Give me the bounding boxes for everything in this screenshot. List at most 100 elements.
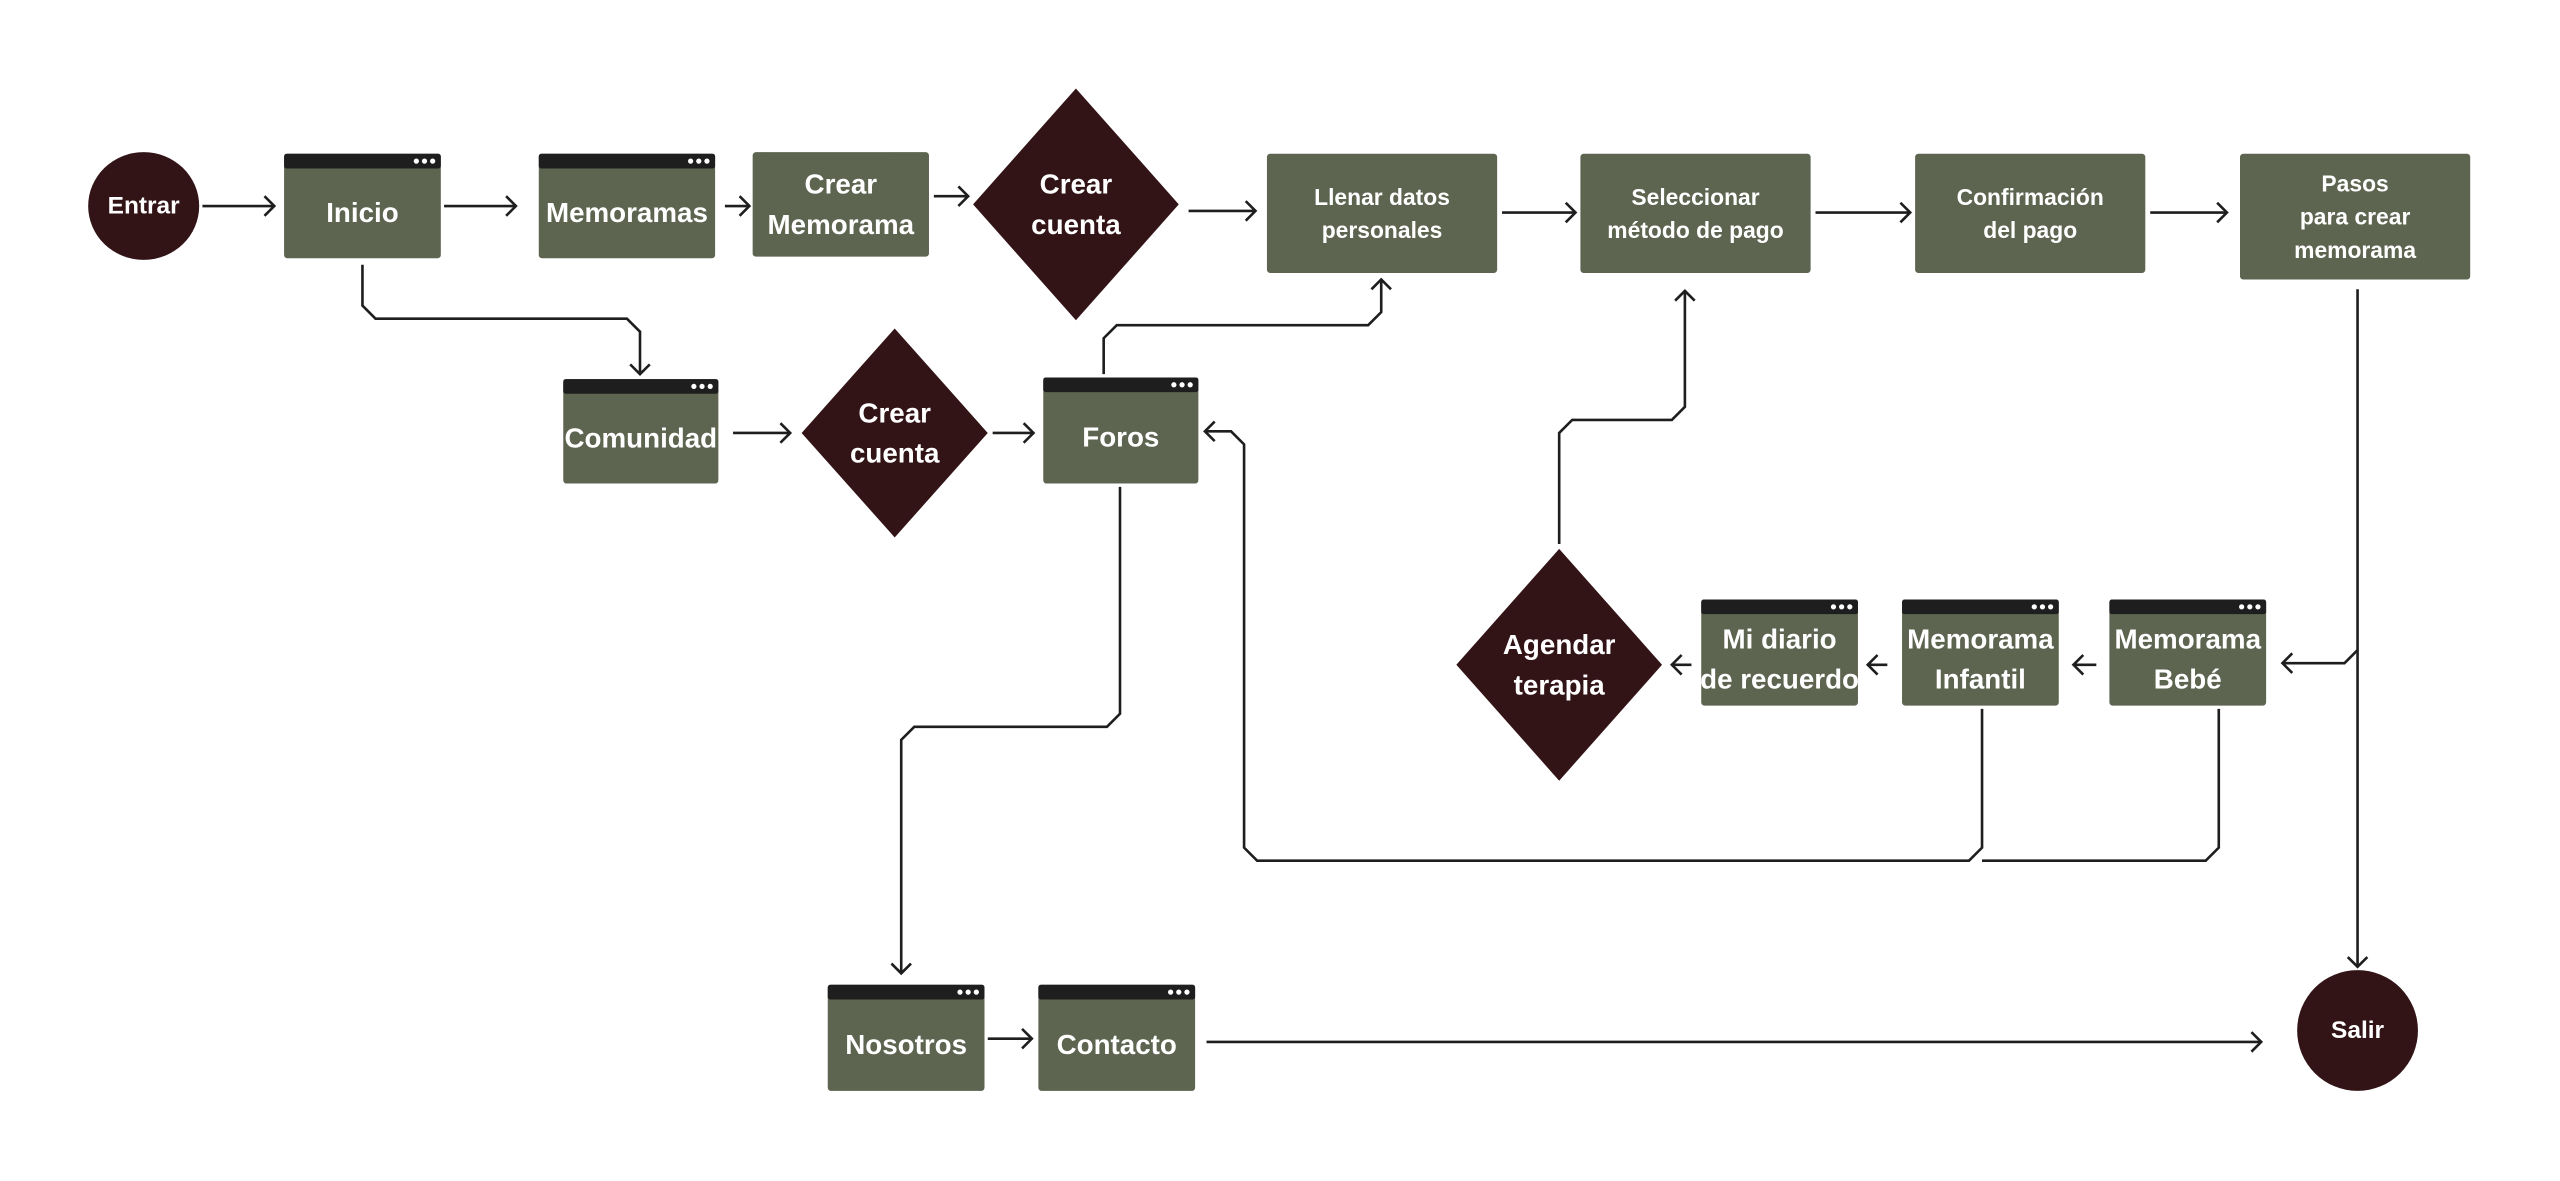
node-box — [538, 153, 716, 259]
node-box — [1902, 599, 2059, 706]
connector-12 — [2280, 289, 2359, 674]
node-nosotros[interactable]: Nosotros — [827, 984, 985, 1091]
arrowhead-icon — [957, 185, 971, 207]
connector-10 — [992, 422, 1036, 444]
node-box — [1043, 377, 1199, 484]
connector-3 — [933, 185, 971, 207]
more-dots-icon — [691, 383, 713, 390]
connector-line — [1982, 708, 2221, 863]
more-dots-icon — [413, 158, 436, 164]
arrowhead-icon — [1899, 201, 1913, 224]
connector-19 — [890, 486, 1122, 976]
window-titlebar — [1902, 599, 2059, 615]
connector-1 — [444, 195, 518, 217]
connector-0 — [202, 195, 277, 217]
connector-8 — [361, 264, 651, 377]
connector-13 — [2071, 654, 2097, 676]
arrowhead-icon — [738, 195, 752, 217]
node-foros[interactable]: Foros — [1043, 377, 1199, 484]
connector-9 — [733, 422, 793, 444]
window-titlebar — [1043, 377, 1199, 393]
connector-21 — [1206, 1031, 2264, 1053]
arrowhead-icon — [779, 422, 793, 444]
connector-11 — [1102, 277, 1392, 375]
connector-line — [2282, 289, 2359, 665]
node-label: Pasos — [2321, 170, 2388, 196]
node-label: memorama — [2294, 237, 2416, 263]
edges-layer — [202, 185, 2369, 1053]
window-titlebar — [284, 153, 441, 169]
connector-2 — [724, 195, 752, 217]
window-titlebar — [2109, 599, 2267, 615]
node-box — [1915, 153, 2146, 273]
node-comunidad[interactable]: Comunidad — [563, 379, 719, 484]
node-crear-cuenta-1[interactable]: Crear cuenta — [973, 88, 1179, 321]
more-dots-icon — [2239, 604, 2261, 610]
node-box — [2109, 599, 2267, 706]
node-label: Contacto — [1057, 1029, 1177, 1060]
node-label: Bebé — [2154, 664, 2222, 695]
arrowhead-icon — [1564, 201, 1578, 224]
connector-7 — [2150, 201, 2229, 224]
more-dots-icon — [2031, 604, 2054, 610]
node-label: Crear — [1040, 169, 1113, 200]
node-entrar[interactable]: Entrar — [88, 152, 200, 260]
node-label: Memoramas — [546, 197, 708, 228]
node-label: Comunidad — [565, 422, 718, 453]
node-label: de recuerdo — [1700, 664, 1859, 695]
arrowhead-icon — [1370, 277, 1392, 291]
node-label: Inicio — [326, 197, 398, 228]
node-label: personales — [1322, 217, 1443, 243]
connector-15 — [1669, 654, 1692, 676]
node-box — [1266, 153, 1498, 273]
node-memoramas[interactable]: Memoramas — [538, 153, 716, 259]
arrowhead-icon — [1021, 1027, 1034, 1050]
connector-line — [361, 264, 642, 375]
node-pasos[interactable]: Pasos para crear memorama — [2240, 153, 2471, 280]
node-label: Salir — [2331, 1017, 2385, 1044]
window-titlebar — [1038, 984, 1196, 1000]
arrowhead-icon — [505, 195, 518, 217]
node-label: Llenar datos — [1314, 184, 1450, 210]
node-box — [1580, 153, 1811, 273]
node-label: Infantil — [1935, 664, 2026, 695]
connector-14 — [1865, 654, 1888, 676]
more-dots-icon — [688, 158, 710, 164]
node-label: Seleccionar — [1631, 184, 1759, 210]
arrowhead-icon — [1022, 422, 1036, 444]
connector-18 — [1982, 708, 2221, 863]
node-label: Crear — [858, 397, 931, 428]
node-box — [752, 152, 929, 257]
node-inicio[interactable]: Inicio — [284, 153, 441, 259]
arrowhead-icon — [2216, 201, 2229, 224]
node-contacto[interactable]: Contacto — [1038, 984, 1196, 1091]
node-label: Foros — [1082, 422, 1159, 453]
arrowhead-icon — [2250, 1031, 2264, 1053]
decision-shape — [973, 88, 1179, 321]
node-label: Mi diario — [1723, 623, 1837, 654]
node-llenar-datos[interactable]: Llenar datos personales — [1266, 153, 1498, 273]
node-label: cuenta — [1031, 209, 1121, 240]
node-mi-diario[interactable]: Mi diario de recuerdo — [1700, 599, 1859, 706]
node-box — [2240, 153, 2471, 280]
more-dots-icon — [1171, 382, 1193, 388]
node-label: para crear — [2300, 204, 2411, 230]
node-label: Memorama — [1907, 623, 2054, 654]
arrowhead-icon — [1203, 420, 1216, 443]
node-label: Memorama — [2114, 623, 2261, 654]
node-box — [1038, 984, 1196, 1091]
connector-line — [1557, 290, 1687, 544]
window-titlebar — [827, 984, 985, 1000]
connector-line — [1102, 279, 1383, 375]
node-label: terapia — [1514, 669, 1606, 700]
node-salir[interactable]: Salir — [2297, 970, 2418, 1091]
arrowhead-icon — [890, 962, 912, 976]
node-label: Nosotros — [845, 1029, 967, 1060]
